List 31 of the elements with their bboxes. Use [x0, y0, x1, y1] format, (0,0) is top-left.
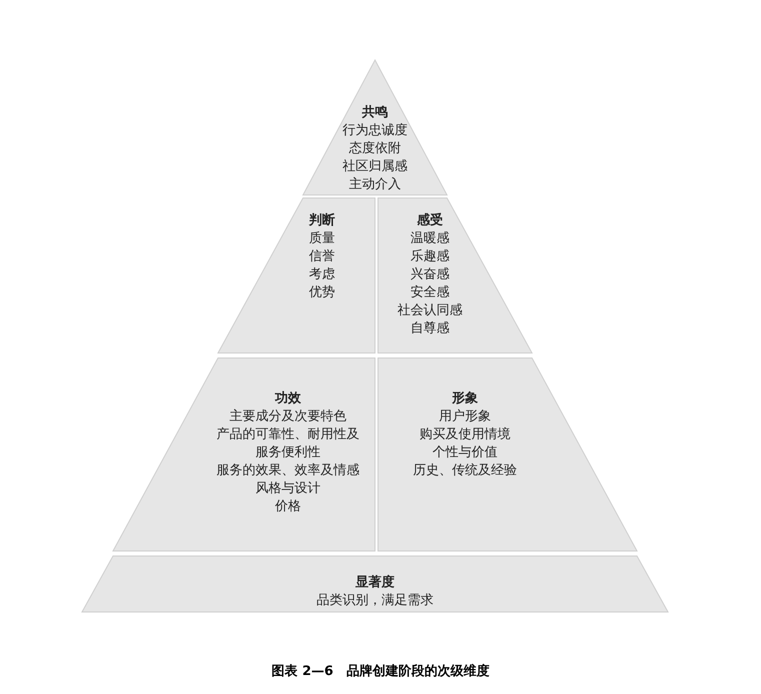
tier-item: 质量 [309, 230, 335, 248]
tier-heading: 共鸣 [362, 104, 388, 122]
tier-item: 风格与设计 [256, 480, 320, 498]
tier-item: 自尊感 [410, 320, 450, 338]
tier-heading: 形象 [452, 390, 478, 408]
tier-item: 个性与价值 [432, 444, 498, 462]
tier-heading: 功效 [275, 390, 301, 408]
tier-item: 主动介入 [349, 176, 401, 194]
tier-item: 价格 [275, 498, 301, 516]
tier-item: 主要成分及次要特色 [230, 408, 346, 426]
tier-item: 温暖感 [410, 230, 450, 248]
tier-item: 服务的效果、效率及情感 [216, 462, 360, 480]
tier-item: 用户形象 [439, 408, 491, 426]
tier-item: 社会认同感 [398, 302, 462, 320]
tier-heading: 判断 [309, 212, 335, 230]
tier-heading: 显著度 [356, 574, 394, 592]
tier-item: 社区归属感 [342, 158, 408, 176]
tier-heading: 感受 [417, 212, 443, 230]
tier-item: 安全感 [410, 284, 450, 302]
tier-item: 行为忠诚度 [342, 122, 408, 140]
tier-item: 购买及使用情境 [420, 426, 510, 444]
tier-item: 考虑 [309, 266, 335, 284]
tier-item: 态度依附 [349, 140, 401, 158]
tier-item: 历史、传统及经验 [413, 462, 517, 480]
tier-item: 兴奋感 [410, 266, 450, 284]
tier-item: 信誉 [309, 248, 335, 266]
tier-item: 产品的可靠性、耐用性及服务便利性 [216, 426, 360, 462]
tier-item: 乐趣感 [410, 248, 450, 266]
caption: 图表 2—6 品牌创建阶段的次级维度 [272, 662, 490, 680]
tier-item: 优势 [309, 284, 335, 302]
tier-item: 品类识别，满足需求 [316, 592, 434, 610]
